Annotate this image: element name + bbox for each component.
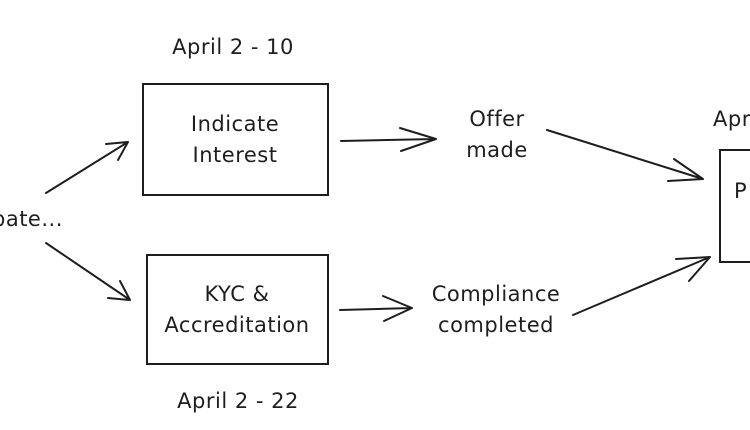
arrow-offer-to-right-box	[546, 129, 704, 182]
right-box[interactable]	[719, 149, 750, 263]
indicate-interest-date: April 2 - 10	[172, 35, 294, 59]
kyc-line2: Accreditation	[164, 313, 309, 337]
indicate-interest-line2: Interest	[193, 143, 278, 167]
indicate-interest-box[interactable]	[142, 83, 329, 196]
right-box-date: Apr	[713, 107, 750, 131]
arrow-kyc-to-compliance	[339, 295, 413, 322]
arrow-origin-to-indicate	[45, 141, 129, 194]
offer-made-line1: Offer	[469, 107, 524, 131]
indicate-interest-line1: Indicate	[191, 112, 279, 136]
arrow-indicate-to-offer	[340, 127, 437, 152]
kyc-accreditation-box[interactable]	[146, 254, 329, 365]
offer-made-line2: made	[466, 138, 528, 162]
kyc-line1: KYC &	[205, 282, 270, 306]
arrow-compliance-to-right-box	[572, 256, 711, 316]
kyc-date: April 2 - 22	[177, 389, 299, 413]
arrow-origin-to-kyc	[45, 242, 131, 301]
compliance-line2: completed	[438, 313, 554, 337]
right-box-label: P	[734, 179, 747, 203]
compliance-line1: Compliance	[432, 282, 561, 306]
origin-label: pate...	[0, 207, 63, 231]
